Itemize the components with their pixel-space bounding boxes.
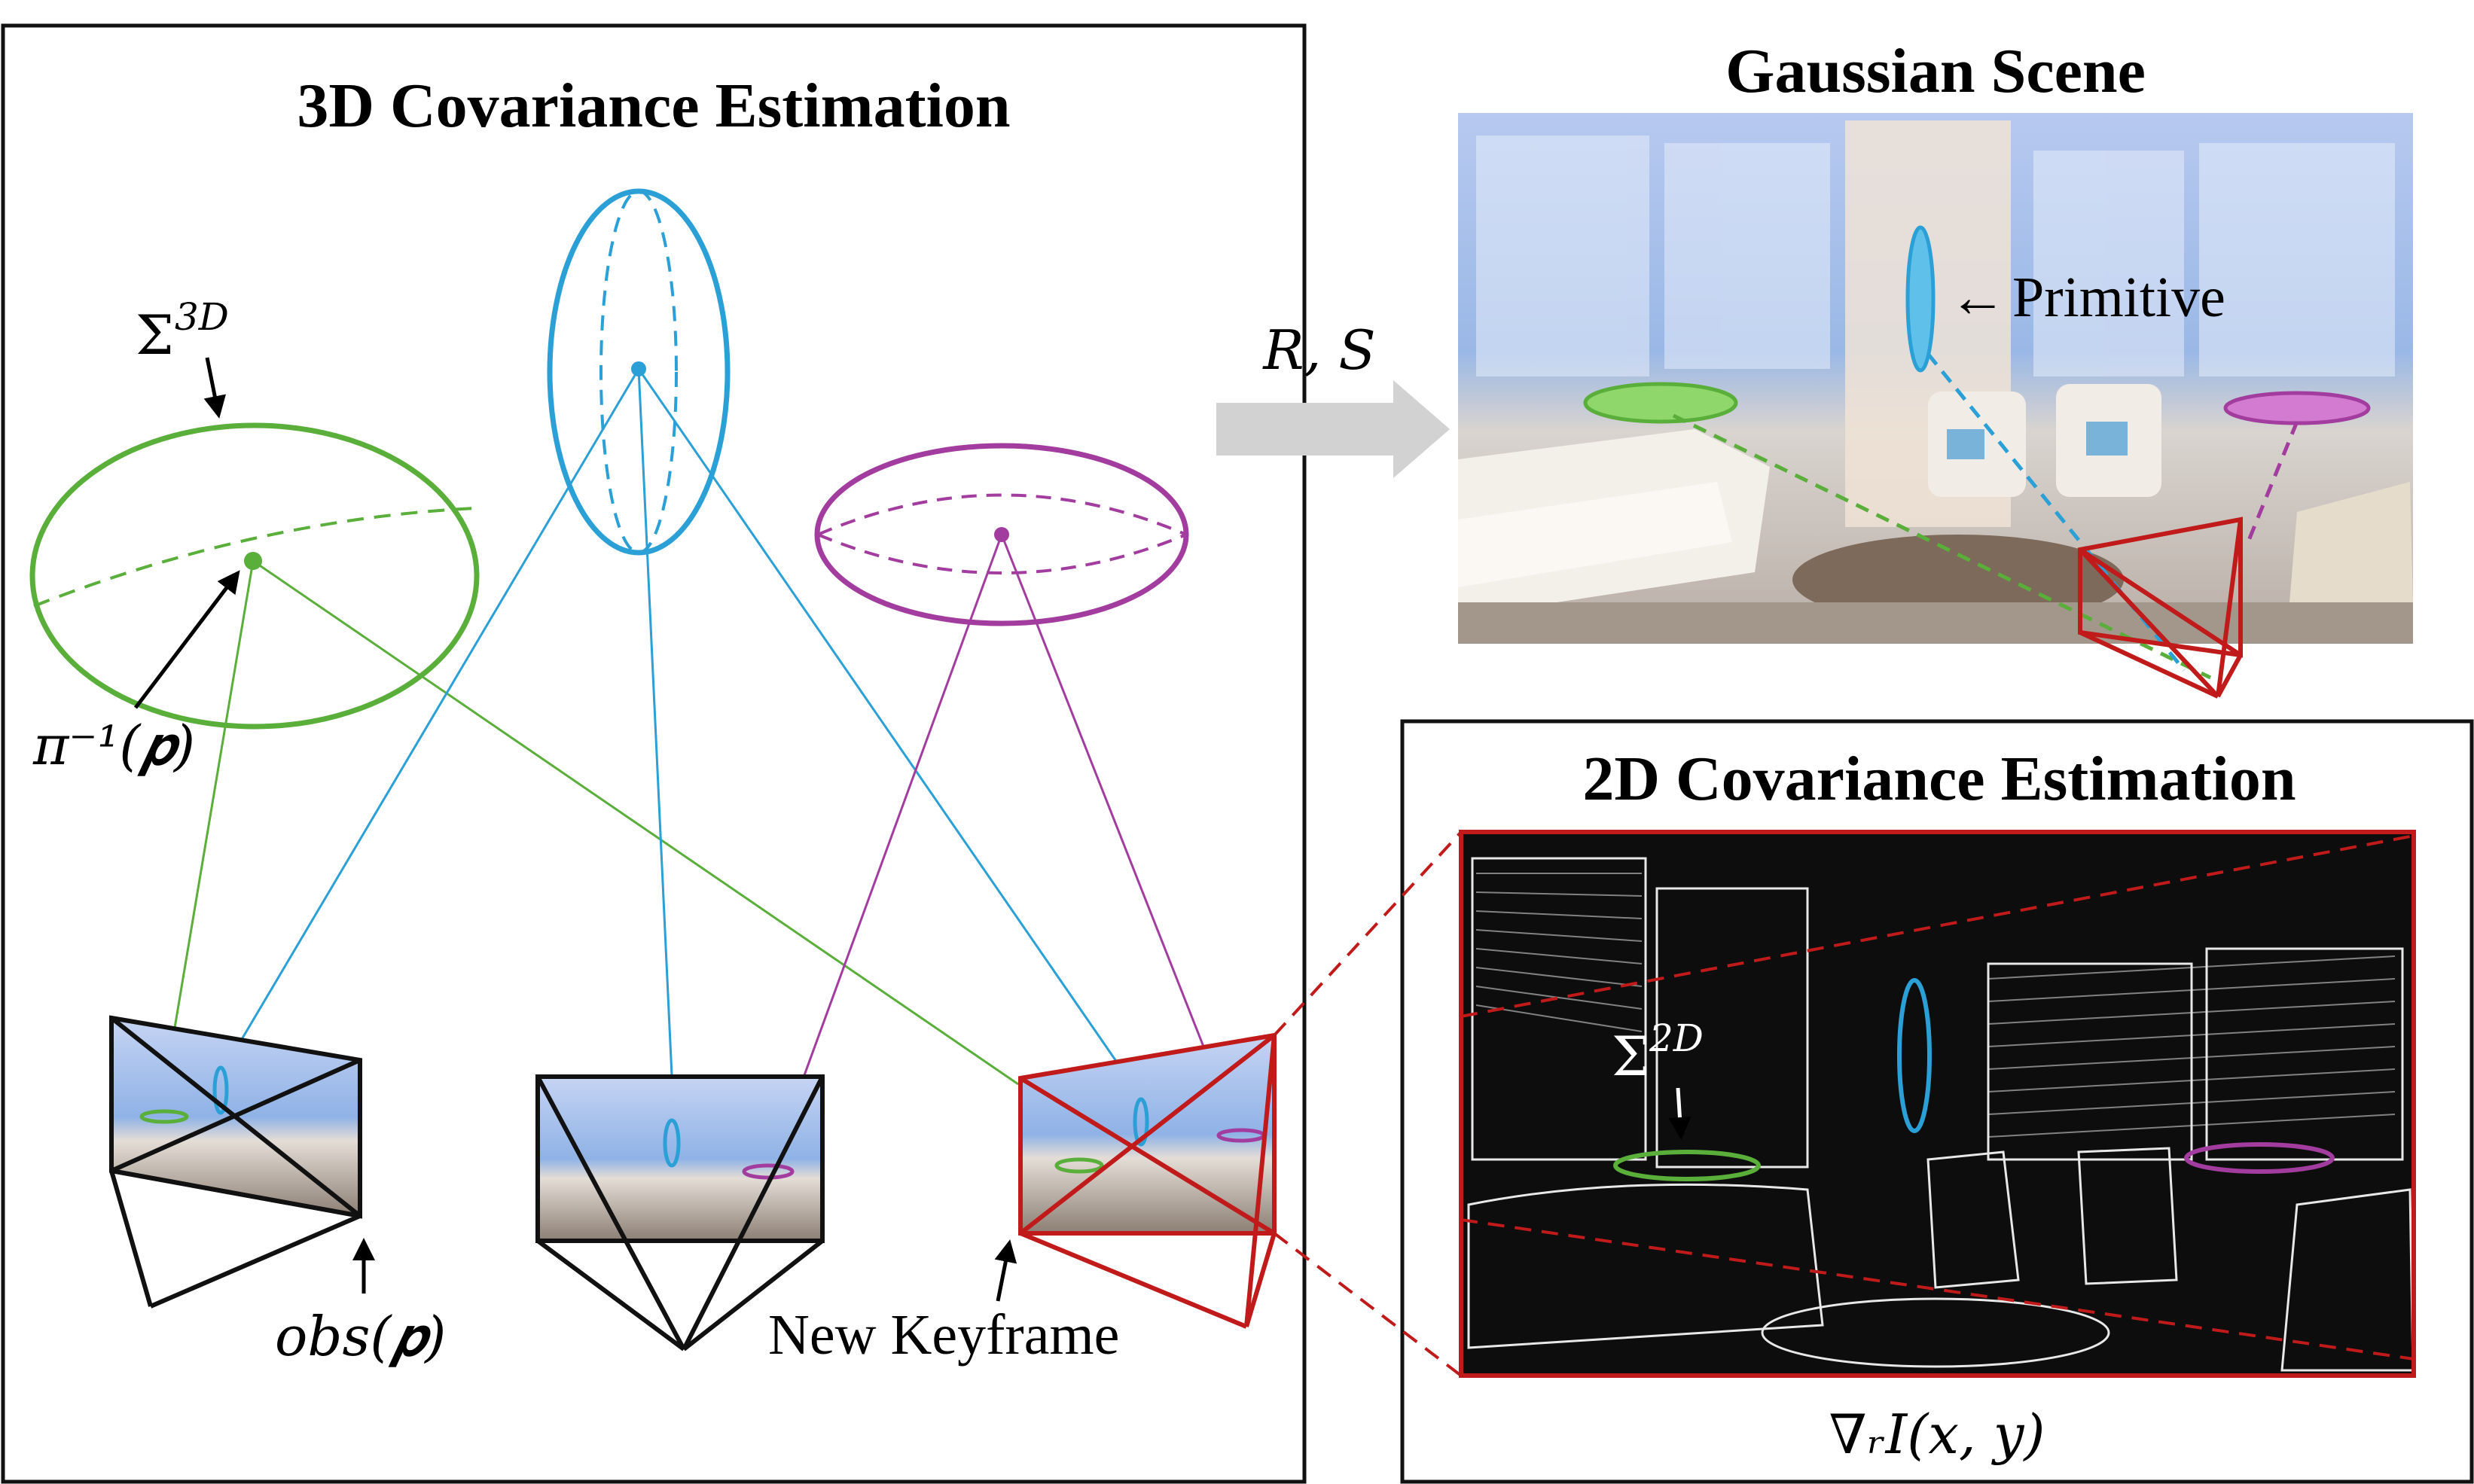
edge-image-border [1459, 830, 2416, 1378]
gaussian-scene-title: Gaussian Scene [1725, 36, 2146, 106]
scene-camera [2078, 517, 2243, 699]
scene-primitive-blue [1905, 225, 1936, 373]
left-panel-title: 3D Covariance Estimation [297, 71, 1010, 141]
edge-ellipse-blue [1897, 978, 1932, 1133]
new-keyframe-label: New Keyframe [768, 1303, 1119, 1367]
sigma-3d-label: Σ 3D [136, 295, 229, 367]
projection-rays [173, 368, 1206, 1086]
scene-primitive-green [1583, 382, 1738, 424]
backprojection-label: π⁻¹(𝒑) [32, 714, 195, 777]
camera-observation [109, 1015, 362, 1309]
svg-text:3D: 3D [175, 295, 229, 339]
backprojection-arrow [134, 570, 240, 709]
right-panel-title: 2D Covariance Estimation [1582, 744, 2296, 814]
right-panel: 2D Covariance Estimation [1273, 719, 2474, 1484]
camera-middle [535, 1074, 825, 1351]
edge-image [1461, 832, 2414, 1376]
gaussian-scene: Gaussian Scene [1458, 36, 2413, 699]
primitive-label: Primitive [2012, 266, 2225, 329]
new-keyframe-arrow [994, 1239, 1017, 1302]
observation-label: obs(𝒑) [275, 1305, 446, 1368]
gradient-label: ∇ᵣI(x, y) [1829, 1403, 2045, 1466]
blue-ellipsoid [547, 188, 731, 556]
svg-text:Σ: Σ [136, 303, 174, 367]
svg-text:Σ: Σ [1612, 1025, 1650, 1088]
sigma-3d-arrow [203, 357, 227, 419]
transfer-arrow: R, S [1216, 318, 1450, 478]
primitive-arrow: ← [1949, 266, 2006, 329]
transfer-arrow-label: R, S [1261, 318, 1375, 382]
green-ellipsoid [29, 422, 480, 730]
left-panel: 3D Covariance Estimation [1, 23, 1307, 1484]
purple-ellipsoid [814, 443, 1189, 626]
edge-ellipse-purple [2184, 1142, 2335, 1174]
sigma-2d-label: Σ 2D [1612, 1016, 1704, 1088]
camera-new-keyframe [1018, 1032, 1277, 1329]
gaussian-scene-image [1458, 113, 2413, 644]
sigma-2d-arrow [1668, 1087, 1692, 1140]
scene-primitive-purple [2223, 391, 2371, 425]
edge-projection-lines [1273, 830, 2415, 1377]
edge-ellipse-green [1613, 1150, 1761, 1181]
svg-text:2D: 2D [1649, 1016, 1704, 1060]
left-panel-frame [1, 23, 1307, 1484]
